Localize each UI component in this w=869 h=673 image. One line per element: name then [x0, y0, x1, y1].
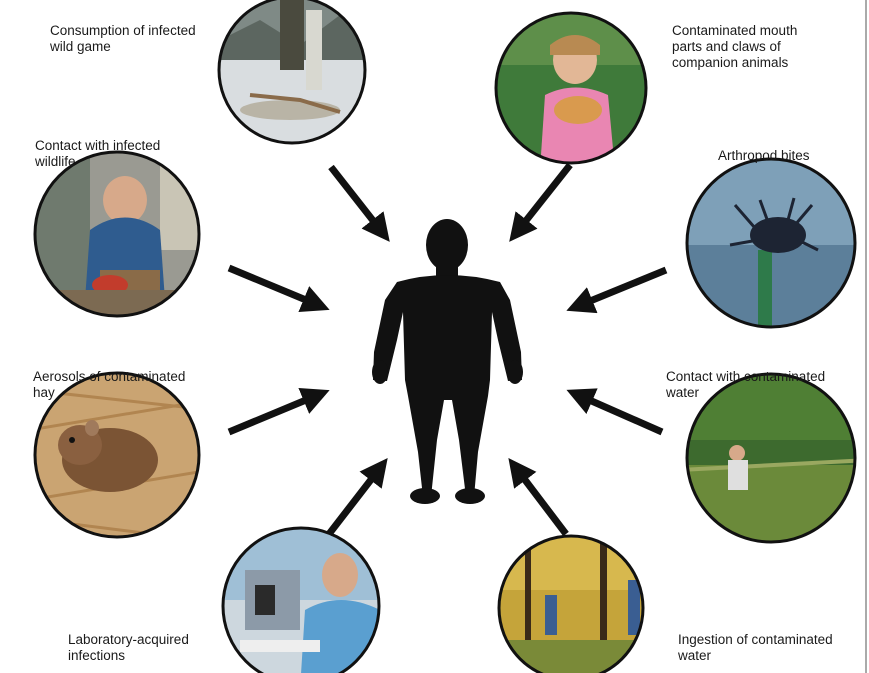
- arrow-contact-water: [578, 395, 662, 432]
- child-holding-kitten-photo: [490, 5, 660, 175]
- arrow-laboratory: [329, 468, 380, 534]
- arrow-consumption: [331, 167, 382, 232]
- hunter-with-game-photo: [210, 0, 380, 150]
- label-consumption: Consumption of infected wild game: [50, 23, 196, 55]
- label-contact-wildlife: Contact with infected wildlife: [35, 138, 160, 170]
- arrow-aerosols: [229, 395, 318, 432]
- label-aerosols: Aerosols of contaminated hay: [33, 369, 185, 401]
- label-laboratory: Laboratory-acquired infections: [68, 632, 189, 664]
- label-ingestion-water: Ingestion of contaminated water: [678, 632, 833, 664]
- arrow-mouth-parts: [517, 165, 570, 232]
- arrow-ingestion-water: [516, 468, 566, 534]
- label-arthropod: Arthropod bites: [718, 148, 810, 164]
- human-silhouette-icon: [372, 219, 523, 504]
- hikers-in-woods-photo: [495, 530, 655, 673]
- lab-worker-microscope-photo: [220, 525, 390, 673]
- label-mouth-parts: Contaminated mouth parts and claws of co…: [672, 23, 797, 71]
- person-handling-animal-photo: [30, 150, 220, 320]
- label-contact-water: Contact with contaminated water: [666, 369, 825, 401]
- arrow-contact-wildlife: [229, 268, 318, 305]
- arrow-arthropod: [578, 270, 666, 306]
- tick-on-stem-photo: [680, 155, 869, 350]
